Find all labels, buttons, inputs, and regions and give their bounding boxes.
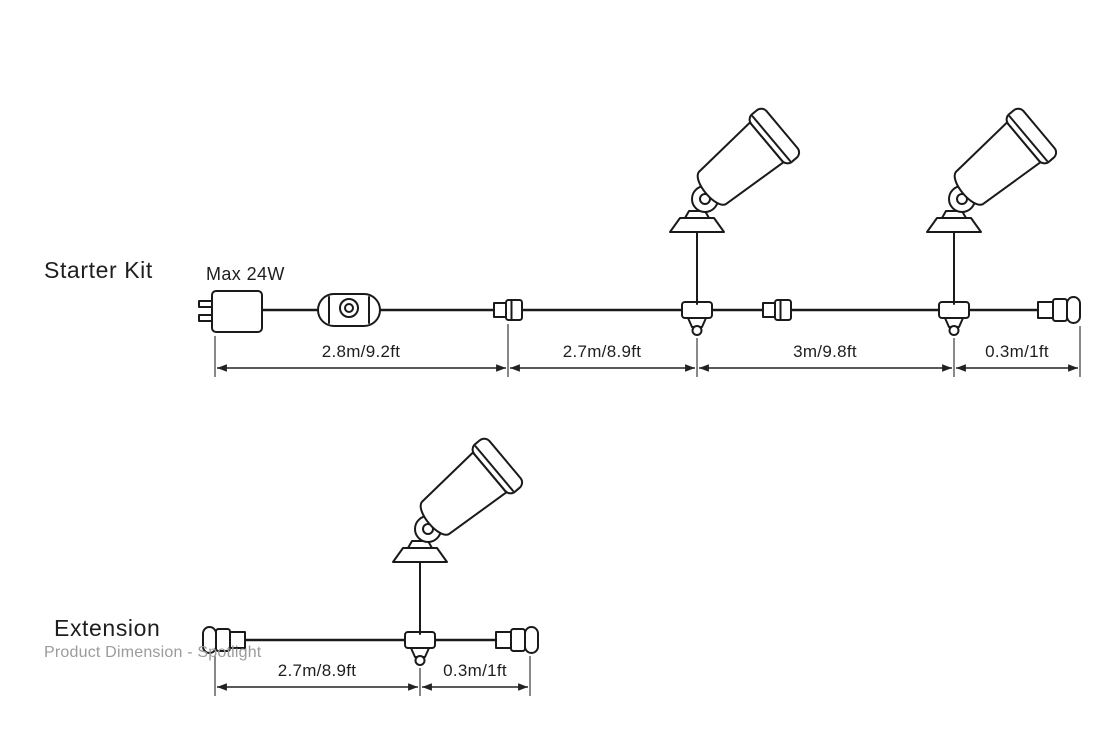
end-cap-connector [495, 626, 539, 654]
tee-connector [404, 631, 436, 666]
dimension-label: 2.8m/9.2ft [322, 342, 401, 361]
controller [317, 293, 381, 327]
end-cap-connector [1037, 296, 1081, 324]
tee-connector [938, 301, 970, 336]
footer-caption: Product Dimension - Spotlight [44, 644, 262, 661]
spotlight [392, 434, 526, 635]
dimension-label: 2.7m/8.9ft [563, 342, 642, 361]
cable-connector [762, 299, 792, 321]
max-wattage-label: Max 24W [206, 264, 285, 284]
dimension-label: 2.7m/8.9ft [278, 661, 357, 680]
spotlight [926, 104, 1060, 305]
power-adapter [198, 290, 263, 333]
starter-kit-label: Starter Kit [44, 257, 153, 283]
dimension-label: 0.3m/1ft [985, 342, 1049, 361]
spotlight [669, 104, 803, 305]
dimension-label: 3m/9.8ft [793, 342, 857, 361]
extension-section: Extension Product Dimension - Spotlight … [44, 434, 539, 696]
starter-kit-section: Starter Kit Max 24W 2.8m/9.2ft 2.7m/8.9f… [44, 104, 1081, 377]
tee-connector [681, 301, 713, 336]
cable-connector [493, 299, 523, 321]
extension-label: Extension [54, 615, 160, 641]
dimension-label: 0.3m/1ft [443, 661, 507, 680]
